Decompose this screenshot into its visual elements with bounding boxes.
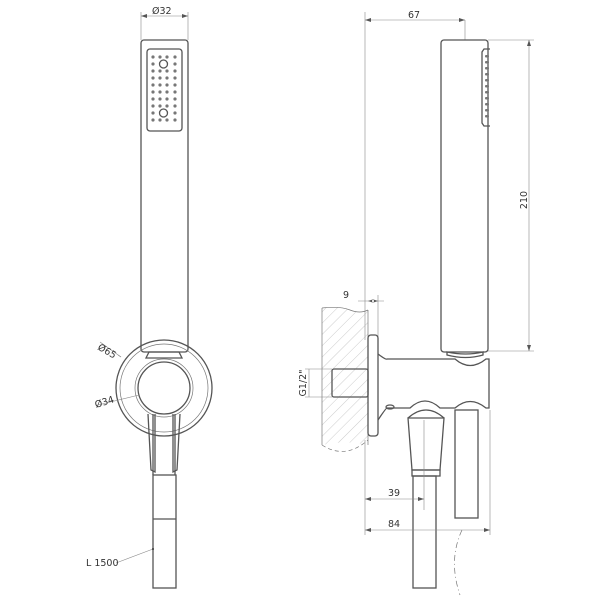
spray-nozzles-side [485,55,489,118]
dimension-projection-top: 67 [364,10,466,340]
wall-flange [367,334,379,437]
dim-outlet-offset-label: 39 [388,488,400,499]
spray-nozzles [151,55,177,122]
hose [152,474,177,589]
shower-handle-side [440,39,489,353]
spray-face-side [481,48,490,127]
dim-wall-gap-label: 9 [343,290,349,301]
hose-curve [454,529,463,596]
shower-handle-body [140,39,189,353]
holder-cup [446,351,484,359]
hose-connector [147,413,181,475]
side-view: 67 210 [298,10,534,596]
dim-bracket-outer-label: Ø65 [96,342,118,361]
wall-section [321,306,369,452]
front-view: Ø32 [86,6,213,589]
dimension-outlet-offset: 39 [364,420,425,535]
dim-height-label: 210 [519,191,530,209]
dim-total-projection-label: 84 [388,519,400,530]
dim-thread-label: G1/2" [298,369,309,396]
dimension-thread: G1/2" [298,368,332,398]
screw-hole [385,404,395,410]
dim-projection-top-label: 67 [408,10,420,21]
dim-bracket-inner-label: Ø34 [94,394,116,411]
dimension-height: 210 [488,39,534,352]
hanging-pipe [454,409,479,519]
dim-hose-length-label: L 1500 [86,558,119,569]
dimension-bracket-outer: Ø65 [96,341,122,361]
dimension-hose-length: L 1500 [86,548,154,569]
wall-bracket [115,339,213,437]
hose-side [412,475,437,589]
dim-head-diameter-label: Ø32 [152,6,172,17]
dimension-head-diameter: Ø32 [140,6,189,40]
dimension-total-projection: 84 [365,410,491,535]
spray-face [146,48,183,132]
outlet-connector [407,409,445,477]
